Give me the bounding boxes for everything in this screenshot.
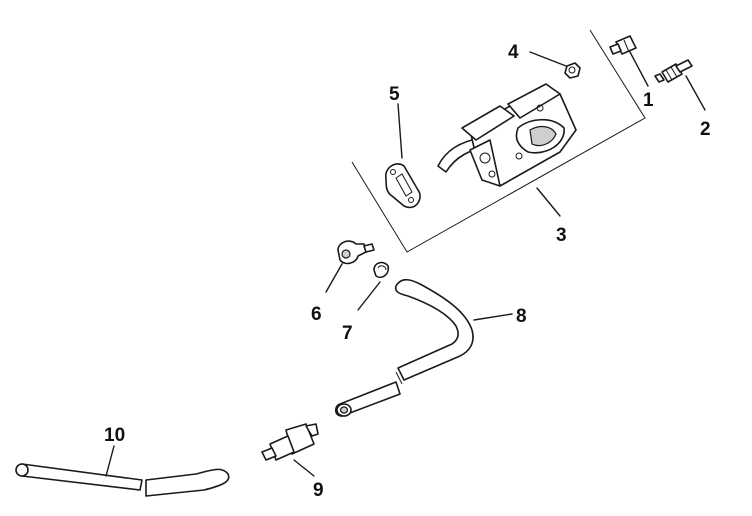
part-3-fuel-pump [437, 83, 577, 187]
callout-5: 5 [389, 84, 400, 105]
callout-labels: 1 2 3 4 5 6 7 8 9 10 [104, 42, 711, 501]
part-8-bent-hose [334, 278, 474, 417]
part-9-fuel-filter [261, 423, 319, 461]
callout-8: 8 [516, 306, 527, 327]
callout-6: 6 [311, 304, 322, 325]
callout-4: 4 [508, 42, 519, 63]
part-7-hose-clamp [373, 261, 390, 279]
callout-1: 1 [643, 90, 654, 111]
part-2-barbed-fitting [654, 59, 693, 83]
callout-7: 7 [342, 323, 353, 344]
callout-2: 2 [700, 119, 711, 140]
callout-10: 10 [104, 425, 125, 446]
part-6-elbow-fitting [337, 240, 375, 265]
leader-lines [105, 51, 706, 477]
part-1-fitting [609, 35, 637, 55]
part-10-hose [15, 463, 230, 497]
callout-9: 9 [313, 480, 324, 501]
assembly-bracket [351, 29, 646, 253]
part-5-gasket [385, 163, 421, 209]
callout-3: 3 [556, 225, 567, 246]
part-4-nut [564, 62, 581, 79]
